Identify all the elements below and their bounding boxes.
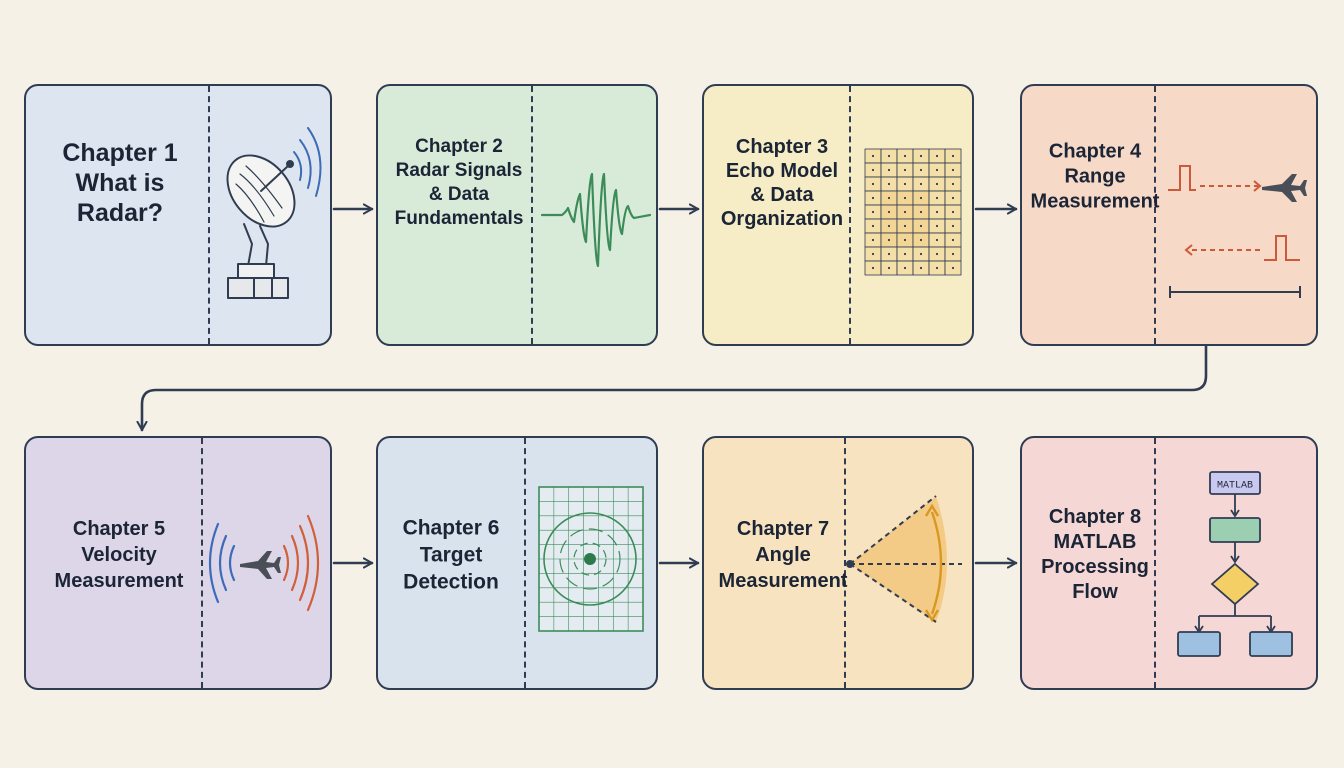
chapter-title-1: Chapter 1 What is Radar? <box>62 139 178 227</box>
grid-sample-dot <box>935 266 939 270</box>
card-divider <box>849 86 851 344</box>
chapter-card-2: Chapter 2 Radar Signals & Data Fundament… <box>376 84 658 346</box>
scope-ring <box>543 512 637 606</box>
scope-ring <box>559 528 621 590</box>
grid-sample-dot <box>951 168 955 172</box>
target-blip <box>584 553 596 565</box>
range-ruler-icon <box>1169 286 1301 298</box>
grid-sample-dot <box>919 210 923 214</box>
grid-sample-dot <box>871 252 875 256</box>
arrow-4-to-5 <box>142 344 1208 432</box>
waveform-icon <box>540 172 652 268</box>
grid-sample-dot <box>903 168 907 172</box>
grid-sample-dot <box>903 154 907 158</box>
grid-sample-dot <box>951 154 955 158</box>
grid-sample-dot <box>951 238 955 242</box>
card-divider <box>1154 438 1156 688</box>
chapter-title-2: Chapter 2 Radar Signals & Data Fundament… <box>394 136 524 229</box>
grid-sample-dot <box>887 168 891 172</box>
card-divider <box>201 438 203 688</box>
grid-sample-dot <box>887 224 891 228</box>
grid-sample-dot <box>903 224 907 228</box>
chapter-card-5: Chapter 5 Velocity Measurement <box>24 436 332 690</box>
chapter-card-4: Chapter 4 Range Measurement <box>1020 84 1318 346</box>
grid-sample-dot <box>903 266 907 270</box>
grid-sample-dot <box>887 210 891 214</box>
grid-sample-dot <box>951 210 955 214</box>
grid-sample-dot <box>871 210 875 214</box>
grid-sample-dot <box>871 196 875 200</box>
chapter-title-7: Chapter 7 Angle Measurement <box>718 518 848 592</box>
data-grid-icon <box>864 148 962 276</box>
grid-sample-dot <box>919 252 923 256</box>
grid-sample-dot <box>935 252 939 256</box>
range-diagram <box>1168 165 1307 298</box>
grid-sample-dot <box>935 224 939 228</box>
grid-sample-dot <box>903 196 907 200</box>
grid-sample-dot <box>935 154 939 158</box>
grid-sample-dot <box>871 266 875 270</box>
grid-sample-dot <box>887 238 891 242</box>
grid-sample-dot <box>935 196 939 200</box>
grid-sample-dot <box>951 252 955 256</box>
grid-sample-dot <box>951 224 955 228</box>
grid-sample-dot <box>871 154 875 158</box>
grid-sample-dot <box>919 266 923 270</box>
signal-waves-icon <box>293 127 322 197</box>
grid-sample-dot <box>935 182 939 186</box>
pulse-icon <box>1168 165 1196 191</box>
flowchart-icon: MATLAB <box>1177 471 1293 657</box>
grid-sample-dot <box>903 182 907 186</box>
grid-sample-dot <box>951 196 955 200</box>
chapter-card-3: Chapter 3 Echo Model & Data Organization <box>702 84 974 346</box>
card-divider <box>524 438 526 688</box>
grid-sample-dot <box>919 238 923 242</box>
chapter-card-1: Chapter 1 What is Radar? <box>24 84 332 346</box>
grid-sample-dot <box>919 168 923 172</box>
airplane-icon <box>1262 174 1307 202</box>
grid-sample-dot <box>887 252 891 256</box>
airplane-icon <box>240 551 281 579</box>
chapter-title-8: Chapter 8 MATLAB Processing Flow <box>1041 506 1149 603</box>
grid-sample-dot <box>887 266 891 270</box>
card-divider <box>208 86 210 344</box>
card-divider <box>531 86 533 344</box>
grid-sample-dot <box>935 210 939 214</box>
echo-pulse-icon <box>1264 235 1300 261</box>
chapter-title-4: Chapter 4 Range Measurement <box>1030 140 1160 213</box>
chapter-title-5: Chapter 5 Velocity Measurement <box>54 518 184 592</box>
chapter-card-8: Chapter 8 MATLAB Processing Flow MATLAB <box>1020 436 1318 690</box>
grid-sample-dot <box>887 196 891 200</box>
chapter-card-7: Chapter 7 Angle Measurement <box>702 436 974 690</box>
grid-sample-dot <box>919 224 923 228</box>
grid-sample-dot <box>935 168 939 172</box>
grid-sample-dot <box>919 154 923 158</box>
satellite-dish-icon <box>226 127 322 299</box>
grid-sample-dot <box>935 238 939 242</box>
radar-scope-icon <box>538 486 644 632</box>
grid-sample-dot <box>887 182 891 186</box>
chapter-title-3: Chapter 3 Echo Model & Data Organization <box>720 136 844 230</box>
doppler-waves-icon <box>208 514 320 612</box>
grid-sample-dot <box>919 196 923 200</box>
grid-sample-dot <box>871 238 875 242</box>
grid-sample-dot <box>871 182 875 186</box>
scope-ring <box>573 542 607 576</box>
grid-sample-dot <box>903 252 907 256</box>
chapter-title-6: Chapter 6 Target Detection <box>402 516 500 594</box>
grid-sample-dot <box>887 154 891 158</box>
grid-sample-dot <box>951 182 955 186</box>
grid-sample-dot <box>951 266 955 270</box>
card-divider <box>1154 86 1156 344</box>
chapter-card-6: Chapter 6 Target Detection <box>376 436 658 690</box>
flow-label-matlab: MATLAB <box>1217 481 1253 492</box>
card-divider <box>844 438 846 688</box>
grid-sample-dot <box>871 224 875 228</box>
grid-sample-dot <box>903 210 907 214</box>
grid-sample-dot <box>919 182 923 186</box>
grid-sample-dot <box>903 238 907 242</box>
angle-cone-icon <box>846 495 962 623</box>
grid-sample-dot <box>871 168 875 172</box>
